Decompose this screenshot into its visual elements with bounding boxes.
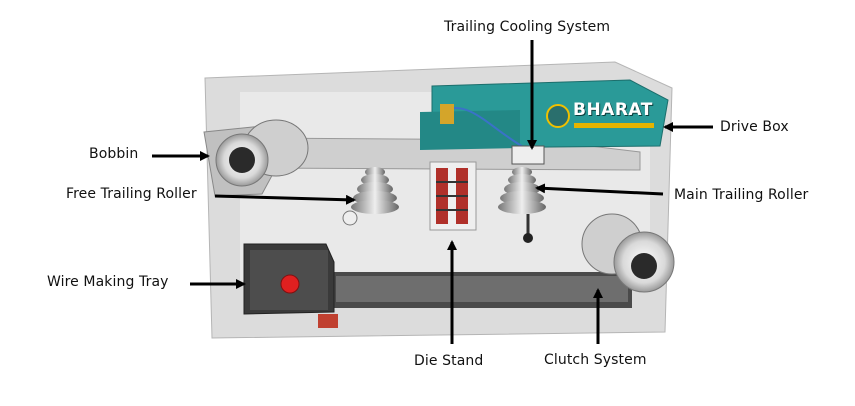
label-die-stand: Die Stand	[414, 353, 484, 369]
red-button	[280, 274, 300, 294]
die-stand	[429, 161, 477, 231]
cooling-nozzle	[511, 145, 545, 165]
label-clutch-system: Clutch System	[544, 352, 647, 368]
main-trailing-roller	[498, 167, 546, 243]
tray-inner	[336, 276, 628, 302]
cooling-valve	[440, 104, 454, 124]
machine-photo	[203, 61, 675, 339]
label-bobbin: Bobbin	[89, 146, 139, 162]
tray-foot	[318, 314, 338, 328]
label-main-trailing-roller: Main Trailing Roller	[674, 187, 809, 203]
leader-arrows	[152, 40, 713, 344]
label-free-trailing-roller: Free Trailing Roller	[66, 186, 197, 202]
arrow-main-trailing-roller	[535, 183, 664, 196]
brand-name: BHARAT	[573, 100, 653, 120]
label-drive-box: Drive Box	[720, 119, 789, 135]
bobbin-hole	[229, 147, 255, 173]
clutch-roll-hole	[631, 253, 657, 279]
brand-underline	[574, 123, 654, 128]
free-trailing-roller	[342, 167, 399, 226]
label-trailing-cooling-system: Trailing Cooling System	[444, 19, 611, 35]
arrow-free-trailing-roller	[214, 194, 356, 205]
brand-logo-gear	[546, 104, 570, 128]
label-wire-making-tray: Wire Making Tray	[47, 274, 169, 290]
drive-box-side	[420, 110, 520, 150]
